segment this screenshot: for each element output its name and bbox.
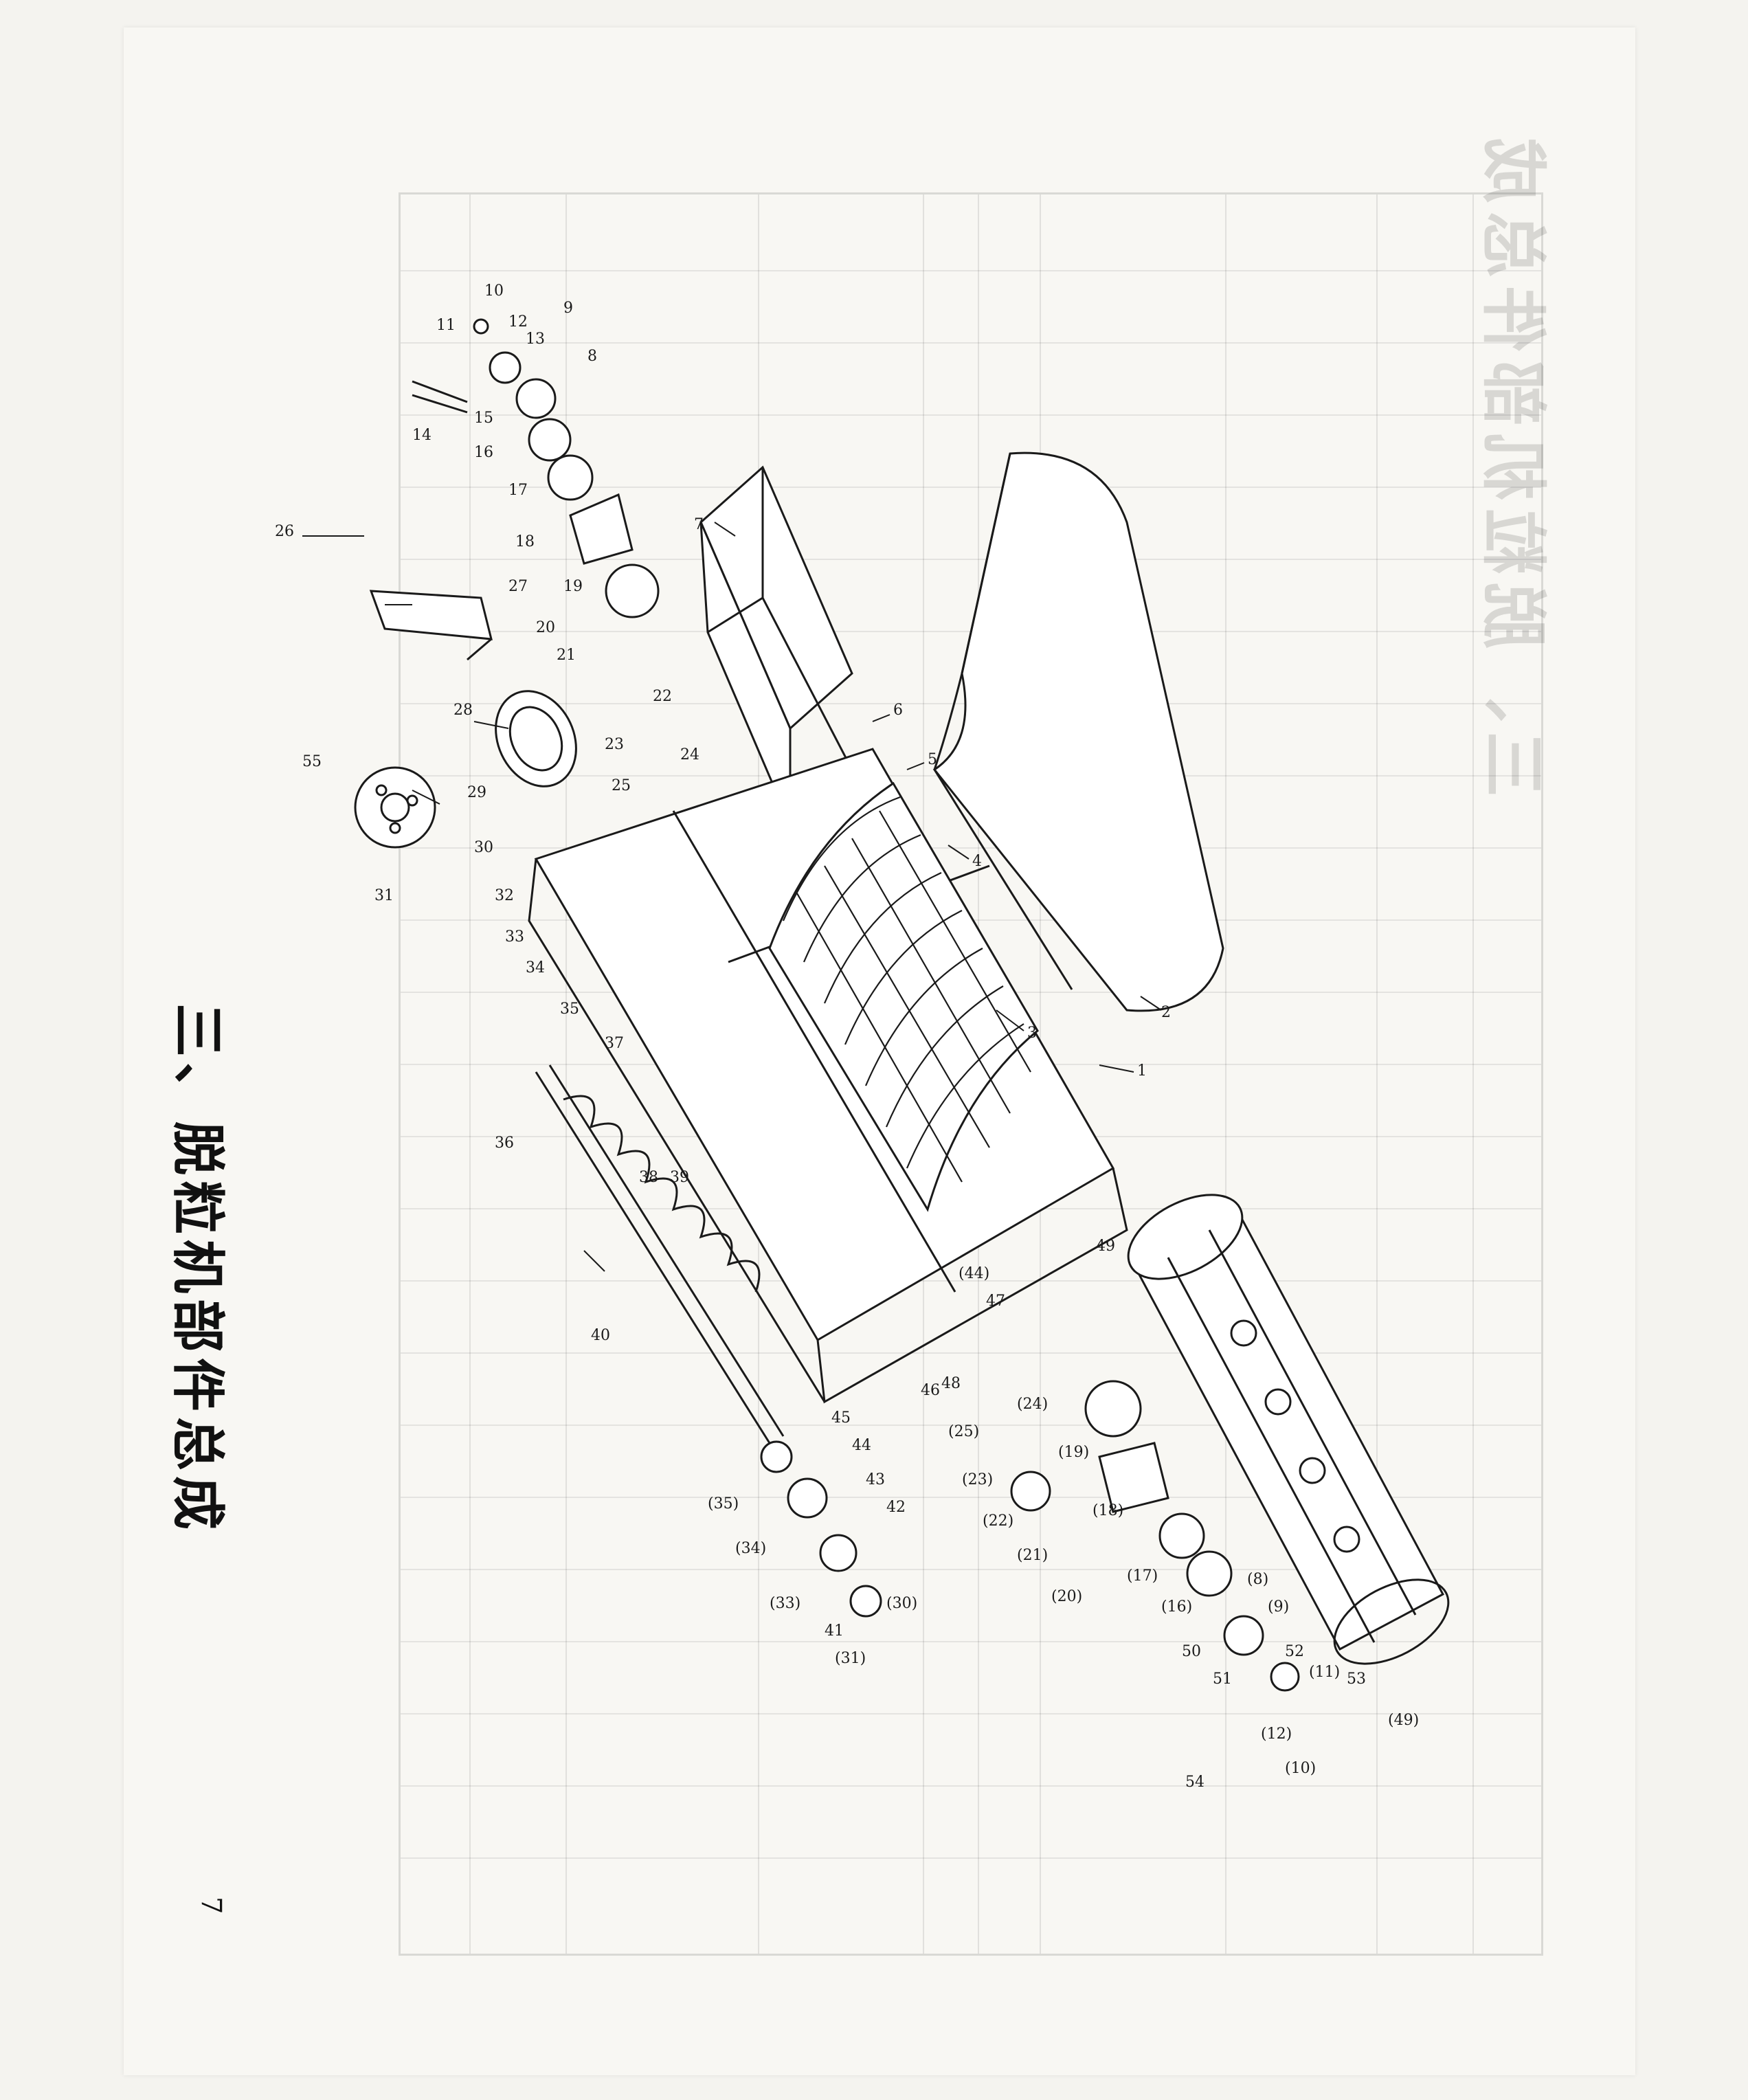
callout-p8: (8) bbox=[1247, 1571, 1268, 1588]
callout-p9: (9) bbox=[1268, 1598, 1289, 1616]
part-threshing-drum bbox=[1127, 1194, 1450, 1665]
callout-36: 36 bbox=[495, 1135, 514, 1152]
callout-p16: (16) bbox=[1161, 1598, 1192, 1616]
callout-p17: (17) bbox=[1127, 1567, 1158, 1585]
callout-52: 52 bbox=[1285, 1643, 1304, 1660]
callout-9: 9 bbox=[563, 300, 573, 317]
callout-53: 53 bbox=[1347, 1671, 1366, 1688]
callout-31: 31 bbox=[374, 887, 394, 904]
callout-22: 22 bbox=[653, 688, 672, 705]
page-number: 7 bbox=[195, 1897, 227, 1914]
callout-p31: (31) bbox=[835, 1650, 866, 1667]
callout-54: 54 bbox=[1185, 1774, 1204, 1791]
part-auger bbox=[535, 1064, 785, 1444]
callout-38: 38 bbox=[639, 1169, 658, 1186]
part-right-bearings bbox=[760, 1380, 1300, 1692]
callout-35: 35 bbox=[560, 1001, 579, 1018]
callout-40: 40 bbox=[591, 1327, 610, 1344]
callout-p20: (20) bbox=[1051, 1588, 1082, 1605]
callout-42: 42 bbox=[886, 1499, 906, 1516]
callout-p44: (44) bbox=[959, 1265, 989, 1282]
callout-p49: (49) bbox=[1388, 1712, 1419, 1729]
callout-24: 24 bbox=[680, 746, 699, 763]
callout-8: 8 bbox=[587, 348, 597, 365]
callout-41: 41 bbox=[825, 1622, 844, 1640]
callout-13: 13 bbox=[526, 331, 545, 348]
callout-48: 48 bbox=[941, 1375, 961, 1392]
callout-29: 29 bbox=[467, 784, 486, 801]
callout-50: 50 bbox=[1182, 1643, 1201, 1660]
callout-p18: (18) bbox=[1092, 1502, 1123, 1519]
part-sprocket bbox=[354, 766, 436, 849]
callout-27: 27 bbox=[508, 578, 528, 595]
callout-39: 39 bbox=[670, 1169, 689, 1186]
callout-p21: (21) bbox=[1017, 1547, 1048, 1564]
callout-14: 14 bbox=[412, 427, 432, 444]
part-hopper-cover bbox=[932, 451, 1224, 1012]
callout-15: 15 bbox=[474, 410, 493, 427]
callout-32: 32 bbox=[495, 887, 514, 904]
callout-45: 45 bbox=[831, 1409, 851, 1427]
callout-12: 12 bbox=[508, 313, 528, 331]
callout-p35: (35) bbox=[708, 1495, 739, 1512]
callout-21: 21 bbox=[557, 647, 576, 664]
callout-51: 51 bbox=[1213, 1671, 1232, 1688]
callout-19: 19 bbox=[563, 578, 583, 595]
callout-17: 17 bbox=[508, 482, 528, 499]
callout-p24: (24) bbox=[1017, 1396, 1048, 1413]
callout-p23: (23) bbox=[962, 1471, 993, 1488]
section-title: 三、脱粒机部件总成 bbox=[166, 1003, 228, 1536]
callout-37: 37 bbox=[605, 1035, 624, 1052]
callout-p12: (12) bbox=[1261, 1725, 1292, 1743]
callout-p30: (30) bbox=[886, 1595, 917, 1612]
leader-lines bbox=[302, 522, 1162, 1272]
callout-p22: (22) bbox=[983, 1512, 1013, 1530]
callout-44: 44 bbox=[852, 1437, 871, 1454]
callout-43: 43 bbox=[866, 1471, 885, 1488]
callout-55: 55 bbox=[302, 753, 322, 770]
callout-23: 23 bbox=[605, 736, 624, 753]
part-feed-box bbox=[699, 465, 853, 826]
callout-10: 10 bbox=[484, 282, 504, 300]
part-fan-housing bbox=[495, 690, 577, 788]
callout-2: 2 bbox=[1161, 1004, 1171, 1021]
callout-20: 20 bbox=[536, 619, 555, 636]
callout-18: 18 bbox=[515, 533, 535, 550]
callout-p19: (19) bbox=[1058, 1444, 1089, 1461]
callout-49: 49 bbox=[1096, 1238, 1115, 1255]
callout-7: 7 bbox=[694, 516, 704, 533]
callout-p34: (34) bbox=[735, 1540, 766, 1557]
part-threshing-frame bbox=[528, 748, 1128, 1404]
callout-33: 33 bbox=[505, 928, 524, 946]
part-bracket bbox=[369, 590, 493, 661]
callout-p10: (10) bbox=[1285, 1760, 1316, 1777]
callout-6: 6 bbox=[893, 702, 903, 719]
callout-5: 5 bbox=[928, 751, 937, 768]
callout-p33: (33) bbox=[770, 1595, 800, 1612]
callout-4: 4 bbox=[972, 853, 982, 870]
callout-47: 47 bbox=[986, 1293, 1005, 1310]
callout-p25: (25) bbox=[948, 1423, 979, 1440]
callout-labels: 1 2 3 4 5 6 7 8 9 10 11 12 13 14 15 16 1… bbox=[275, 282, 1419, 1791]
callout-26: 26 bbox=[275, 523, 294, 540]
callout-p11: (11) bbox=[1309, 1664, 1340, 1681]
callout-16: 16 bbox=[474, 444, 493, 461]
callout-34: 34 bbox=[526, 959, 545, 976]
callout-30: 30 bbox=[474, 839, 493, 856]
callout-25: 25 bbox=[612, 777, 631, 794]
part-left-bearings bbox=[412, 318, 660, 618]
callout-28: 28 bbox=[453, 702, 473, 719]
callout-1: 1 bbox=[1137, 1062, 1147, 1080]
callout-46: 46 bbox=[921, 1382, 940, 1399]
callout-3: 3 bbox=[1027, 1025, 1037, 1042]
callout-11: 11 bbox=[436, 317, 456, 334]
